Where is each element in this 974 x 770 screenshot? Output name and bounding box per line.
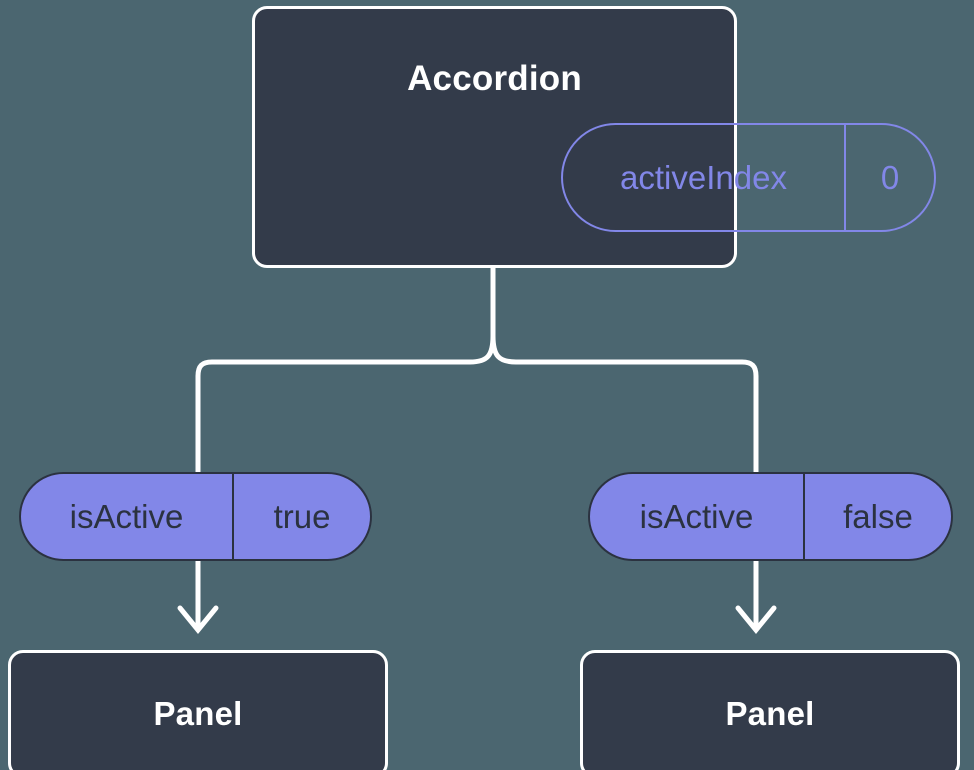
accordion-component-node[interactable]: Accordion activeIndex 0 (252, 6, 936, 268)
state-badge-active-index[interactable]: activeIndex 0 (561, 123, 936, 232)
prop-badge-key: isActive (639, 497, 754, 535)
arrow-head-left-icon (177, 605, 219, 634)
panel-component-node-left[interactable]: Panel (8, 650, 388, 770)
prop-badge-key: isActive (69, 497, 184, 535)
accordion-title: Accordion (407, 59, 582, 98)
prop-badge-value: true (232, 474, 370, 559)
panel-component-node-right[interactable]: Panel (580, 650, 960, 770)
fork-connector-path (195, 265, 759, 475)
prop-badge-is-active-false[interactable]: isActive false (588, 472, 953, 561)
state-badge-key: activeIndex (620, 158, 787, 196)
prop-badge-value: false (803, 474, 951, 559)
panel-title-left: Panel (153, 695, 243, 732)
state-badge-value: 0 (844, 125, 934, 230)
arrow-head-right-icon (735, 605, 777, 634)
panel-title-right: Panel (725, 695, 815, 732)
prop-badge-is-active-true[interactable]: isActive true (19, 472, 372, 561)
